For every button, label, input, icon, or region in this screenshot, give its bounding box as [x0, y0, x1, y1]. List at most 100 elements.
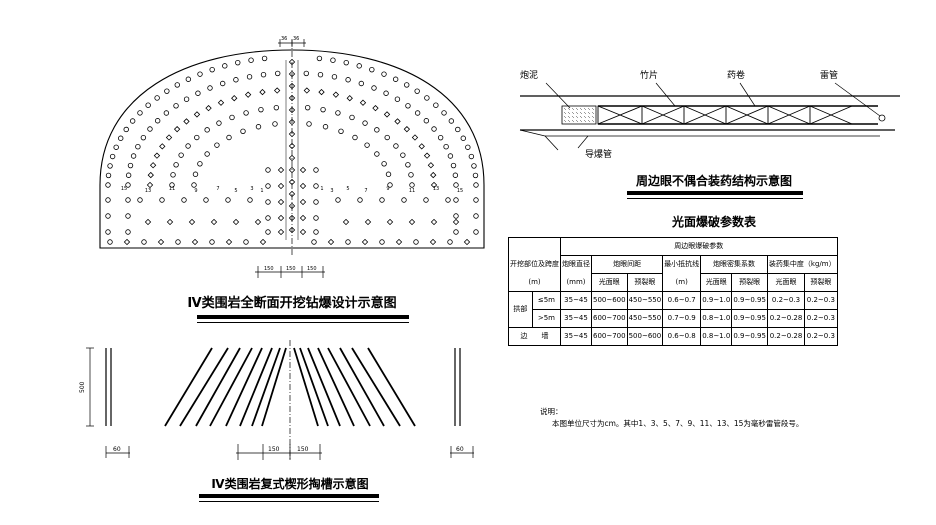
- stemming-hatch: [583, 119, 587, 123]
- blast-hole: [381, 71, 387, 77]
- blast-hole: [141, 239, 147, 245]
- blast-hole: [157, 238, 165, 246]
- blast-hole: [185, 143, 191, 149]
- blast-hole: [147, 126, 153, 132]
- blast-hole: [452, 172, 459, 178]
- tunnel-outline: [99, 49, 485, 249]
- blast-hole: [109, 153, 116, 160]
- blast-hole: [423, 152, 431, 159]
- cell-burden: 0.7~0.9: [662, 309, 702, 328]
- blast-hole: [209, 66, 215, 73]
- blast-hole: [277, 182, 285, 190]
- blast-hole: [447, 153, 454, 159]
- blast-hole: [277, 214, 285, 222]
- blast-hole: [260, 72, 267, 78]
- col-density: 炮眼密集系数: [700, 255, 768, 274]
- blast-hole: [342, 218, 350, 226]
- height-dimension: [86, 347, 94, 427]
- blast-hole: [374, 127, 380, 133]
- label-detonator: 雷管: [820, 69, 838, 81]
- blast-hole: [129, 118, 136, 124]
- blast-hole: [460, 135, 466, 141]
- stemming-hatch: [583, 115, 587, 119]
- blast-hole: [277, 166, 285, 174]
- cartridge: [597, 105, 643, 125]
- blast-hole: [413, 239, 419, 245]
- blast-hole: [345, 239, 351, 245]
- blast-hole: [154, 118, 161, 124]
- blast-hole: [299, 198, 307, 206]
- blast-hole: [299, 166, 307, 174]
- blast-hole: [275, 70, 281, 77]
- blast-hole: [383, 90, 389, 96]
- blast-hole: [265, 229, 271, 235]
- blast-hole: [243, 110, 249, 116]
- blast-hole: [299, 182, 307, 190]
- blast-hole: [205, 104, 212, 112]
- blast-hole: [135, 143, 141, 150]
- stemming-hatch: [587, 119, 591, 123]
- cell-charge-b: 0.2~0.3: [804, 327, 838, 346]
- blast-hole: [465, 144, 471, 150]
- col-diameter-unit: (mm): [560, 273, 592, 292]
- col-charge: 装药集中度（kg/m）: [766, 255, 838, 274]
- bottom-dim-3: 150: [307, 266, 317, 272]
- blast-hole: [147, 171, 154, 179]
- blast-hole: [258, 106, 264, 113]
- cut-height-dim: 500: [79, 381, 86, 393]
- cartridge: [683, 105, 727, 125]
- blast-hole: [392, 76, 399, 82]
- blast-hole: [140, 134, 147, 141]
- table-title: 光面爆破参数表: [671, 214, 757, 229]
- cell-diameter: 35~45: [560, 327, 592, 346]
- blast-hole: [338, 128, 344, 135]
- table-row: >5m 35~45 600~700 450~550 0.7~0.9 0.8~1.…: [509, 309, 838, 328]
- cell-charge-b: 0.2~0.3: [804, 291, 838, 310]
- blast-hole: [473, 213, 479, 219]
- cut-hole-line: [299, 347, 329, 427]
- delay-number: 9: [194, 188, 197, 194]
- cell-burden: 0.6~0.7: [662, 291, 702, 310]
- blast-hole: [144, 218, 152, 226]
- stemming-hatch: [583, 111, 587, 115]
- blast-hole: [265, 183, 271, 189]
- blast-hole: [433, 102, 439, 108]
- blast-hole: [453, 182, 459, 188]
- cartridge-mark: [809, 105, 853, 125]
- wedge-cut-section: 500 60 150 150 60 Ⅳ类围岩复式楔形掏槽示意图: [79, 340, 474, 502]
- blast-hole: [371, 85, 377, 91]
- blast-hole: [473, 182, 479, 188]
- blast-hole: [183, 96, 190, 102]
- cut-dim-mid1: 150: [268, 446, 280, 453]
- label-bamboo: 竹片: [640, 69, 658, 81]
- stemming-hatch: [591, 107, 595, 111]
- blast-hole: [170, 172, 176, 178]
- stemming-hatch: [579, 119, 583, 123]
- blast-hole: [311, 239, 317, 245]
- col-section-unit: (m): [508, 273, 561, 292]
- blast-hole: [209, 239, 215, 245]
- blast-hole: [288, 154, 296, 162]
- cell-density-a: 0.8~1.0: [700, 327, 733, 346]
- blast-hole: [418, 143, 425, 150]
- stemming-hatch: [571, 107, 575, 111]
- stemming-hatch: [583, 107, 587, 111]
- explosive-cartridges: [597, 105, 853, 125]
- stemming-hatch: [563, 111, 567, 115]
- blast-hole: [437, 134, 444, 141]
- leader-lines: [545, 82, 881, 149]
- blast-hole: [197, 71, 203, 77]
- blast-hole: [137, 197, 143, 203]
- blast-hole: [346, 95, 353, 102]
- table-row: 拱部 ≤5m 35~45 500~600 450~550 0.6~0.7 0.9…: [508, 291, 838, 328]
- blast-hole: [225, 238, 233, 246]
- blast-hole: [303, 70, 309, 77]
- blast-hole: [125, 213, 131, 219]
- cartridge: [767, 105, 811, 125]
- top-dim-left: 36: [281, 36, 287, 42]
- blast-hole: [145, 102, 151, 108]
- blast-hole: [217, 99, 225, 106]
- cell-charge-b: 0.2~0.3: [804, 309, 838, 328]
- blast-hole: [453, 197, 459, 203]
